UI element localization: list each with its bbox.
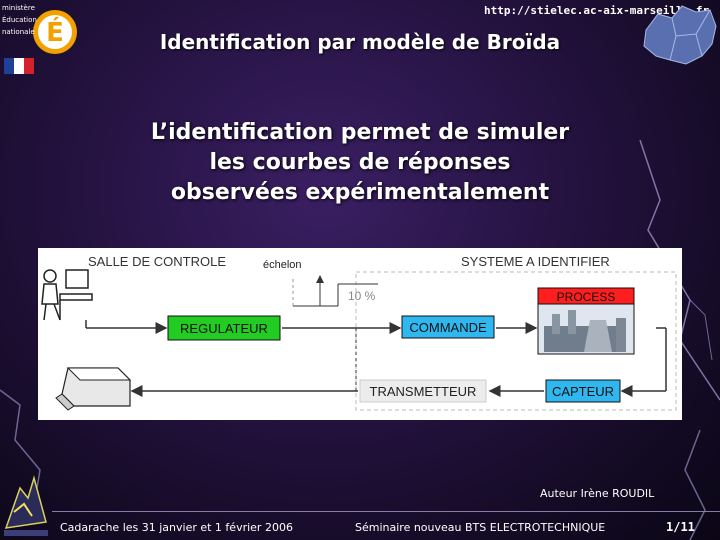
main-statement: L’identification permet de simuler les c… [80, 118, 640, 208]
footer-seminar: Séminaire nouveau BTS ELECTROTECHNIQUE [355, 521, 606, 534]
diagram-svg: SALLE DE CONTROLE échelon SYSTEME A IDEN… [41, 254, 677, 411]
recorder-icon [55, 367, 132, 411]
commande-block [401, 315, 495, 339]
author-credit: Auteur Irène ROUDIL [540, 487, 655, 500]
logo-text-2: Éducation [2, 15, 37, 24]
footer-divider [52, 511, 720, 512]
commande-label: COMMANDE [409, 320, 487, 335]
statement-line-3: observées expérimentalement [170, 180, 550, 205]
systeme-label: SYSTEME A IDENTIFIER [461, 254, 610, 269]
regulateur-block [167, 315, 281, 341]
percent-label: 10 % [348, 289, 376, 303]
page-number: 1/11 [666, 520, 695, 534]
footer-date: Cadarache les 31 janvier et 1 février 20… [60, 521, 293, 534]
logo-text-3: nationale [2, 28, 35, 36]
statement-line-1: L’identification permet de simuler [150, 120, 570, 145]
process-label: PROCESS [557, 290, 616, 304]
control-loop-diagram: SALLE DE CONTROLE échelon SYSTEME A IDEN… [38, 248, 682, 420]
salle-label: SALLE DE CONTROLE [88, 254, 226, 269]
seminar-logo [4, 475, 48, 536]
factory-icon [537, 303, 635, 355]
transmetteur-block [359, 379, 487, 403]
svg-text:É: É [46, 16, 64, 48]
operator-icon [41, 269, 93, 321]
statement-line-2: les courbes de réponses [209, 150, 511, 175]
echelon-label: échelon [263, 259, 302, 271]
transmetteur-label: TRANSMETTEUR [370, 384, 477, 399]
region-map-icon [643, 5, 717, 65]
capteur-block [545, 379, 621, 403]
logo-text-1: ministère [2, 4, 35, 12]
education-nationale-logo: É ministère Éducation nationale [2, 4, 77, 74]
capteur-label: CAPTEUR [552, 384, 614, 399]
page-title: Identification par modèle de Broïda [159, 30, 561, 54]
header-url: http://stielec.ac-aix-marseille.fr [484, 4, 710, 17]
regulateur-label: REGULATEUR [180, 321, 268, 336]
